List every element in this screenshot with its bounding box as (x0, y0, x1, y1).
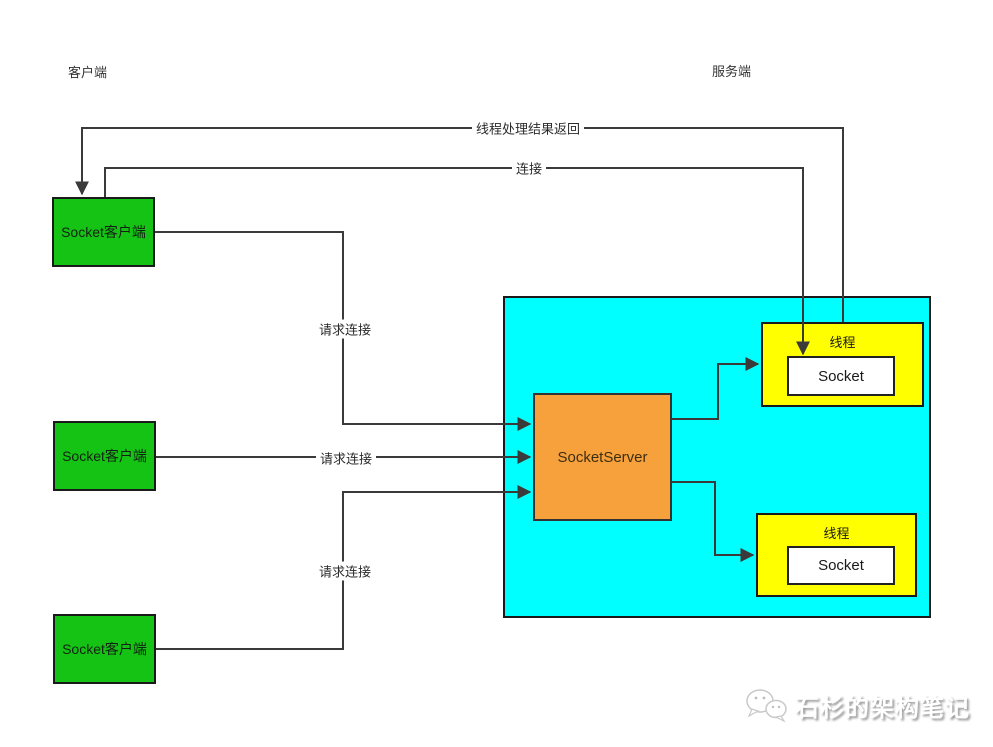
edge-label-request-2: 请求连接 (315, 448, 377, 468)
server-section-label: 服务端 (712, 64, 752, 79)
socket-client-box-2: Socket客户端 (53, 421, 156, 491)
wechat-icon (744, 686, 790, 724)
thread-1-label: 线程 (829, 335, 856, 350)
edge-return-result (75, 127, 844, 322)
thread-2-socket-box: Socket (787, 546, 895, 585)
watermark-text: 石杉的架构笔记 (795, 694, 970, 722)
thread-box-2: 线程 Socket (756, 513, 917, 597)
socket-client-box-3: Socket客户端 (53, 614, 156, 684)
socket-server-box: SocketServer (533, 393, 672, 521)
client-section-label: 客户端 (68, 65, 108, 80)
thread-2-label: 线程 (823, 526, 850, 541)
edge-label-connect: 连接 (511, 158, 547, 178)
watermark: 石杉的架构笔记 (744, 686, 970, 724)
edge-label-request-1: 请求连接 (314, 319, 376, 339)
edge-label-request-3: 请求连接 (314, 561, 376, 581)
edge-label-return-result: 线程处理结果返回 (471, 118, 585, 138)
socket-client-box-1: Socket客户端 (52, 197, 155, 267)
thread-1-socket-box: Socket (787, 356, 895, 396)
thread-box-1: 线程 Socket (761, 322, 924, 407)
